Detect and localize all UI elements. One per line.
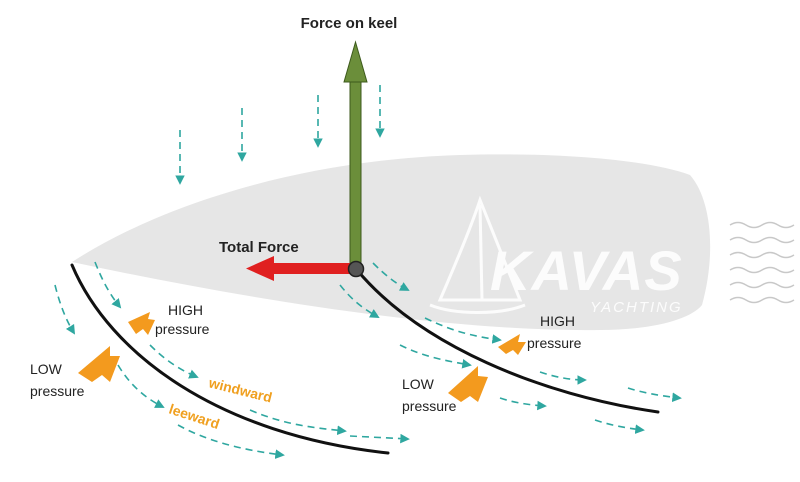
watermark-brand: KAVAS xyxy=(490,239,683,302)
high-pressure-left-line2: pressure xyxy=(155,321,210,337)
keel-arrow-shaft xyxy=(349,79,362,271)
low-pressure-arrow-left xyxy=(78,346,120,382)
wind-arrows xyxy=(175,85,385,185)
sail-left xyxy=(70,263,390,455)
flow-arrow xyxy=(94,261,122,309)
flow-arrow xyxy=(177,424,285,459)
pressure-arrows xyxy=(78,312,526,402)
flow-arrow xyxy=(424,317,502,344)
hull-shape xyxy=(72,154,711,331)
high-pressure-right-line2: pressure xyxy=(527,335,582,351)
pivot-dot-icon xyxy=(347,260,365,278)
flow-arrow xyxy=(499,397,547,411)
flow-arrow xyxy=(627,387,682,403)
watermark-sub: YACHTING xyxy=(590,299,683,316)
total-force-label: Total Force xyxy=(219,239,299,256)
low-pressure-right-line1: LOW xyxy=(402,376,435,392)
total-force-arrow xyxy=(246,256,356,281)
total-force-arrow-shaft xyxy=(272,263,356,274)
wave-lines-icon xyxy=(729,221,795,304)
flow-arrow xyxy=(339,284,380,318)
flow-arrow xyxy=(117,364,165,408)
flow-arrow xyxy=(54,284,76,335)
flow-arrow xyxy=(249,409,347,436)
watermark-logo: KAVAS YACHTING xyxy=(429,195,683,316)
flow-arrow xyxy=(399,344,472,369)
flow-arrow xyxy=(594,419,645,434)
low-pressure-left-line1: LOW xyxy=(30,361,63,377)
flow-arrow xyxy=(539,371,587,385)
flow-arrow xyxy=(149,344,199,379)
flow-arrow xyxy=(349,433,410,444)
low-pressure-right-line2: pressure xyxy=(402,398,457,414)
high-pressure-arrow-right xyxy=(498,334,526,355)
flow-lines-right xyxy=(339,262,682,434)
force-on-keel-label: Force on keel xyxy=(301,15,398,32)
total-force-arrow-head xyxy=(246,256,274,281)
low-pressure-arrow-right xyxy=(448,366,488,402)
sail-right xyxy=(355,268,660,414)
high-pressure-right-line1: HIGH xyxy=(540,313,575,329)
low-pressure-left-line2: pressure xyxy=(30,383,85,399)
keel-arrow-head xyxy=(343,40,368,83)
sailboat-logo-icon xyxy=(429,195,526,314)
flow-lines-left xyxy=(54,261,410,459)
windward-label: windward xyxy=(206,374,273,405)
flow-arrow xyxy=(372,262,410,291)
high-pressure-left-line1: HIGH xyxy=(168,302,203,318)
high-pressure-arrow-left xyxy=(128,312,155,335)
